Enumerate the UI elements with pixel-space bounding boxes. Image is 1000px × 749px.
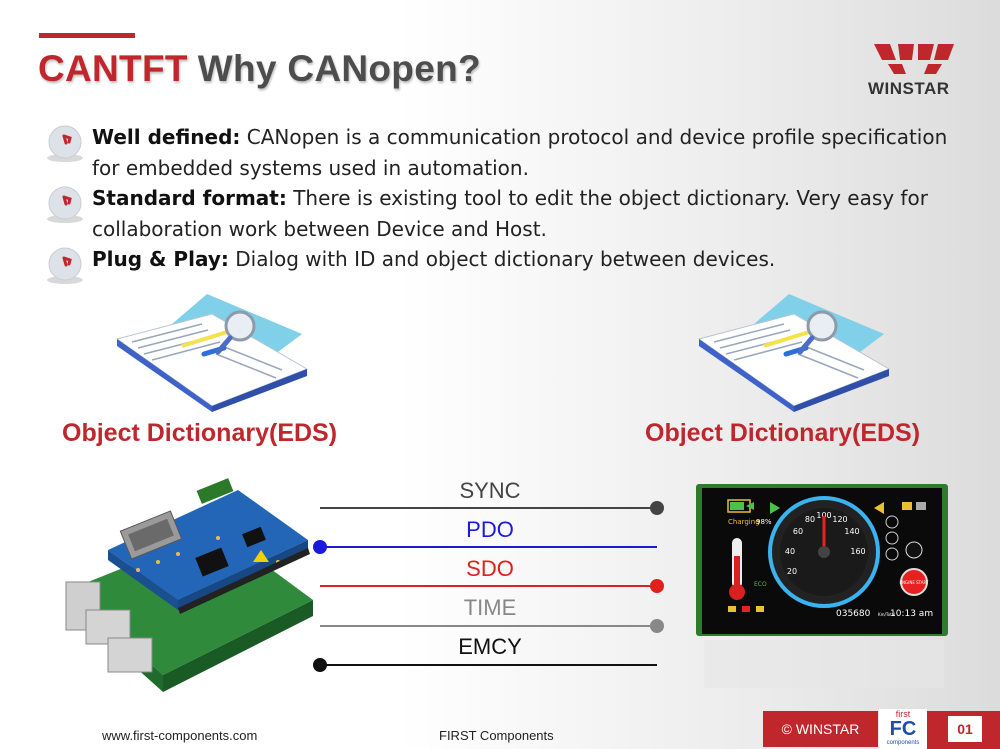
bullet-plug-and-play-text: Dialog with ID and object dictionary bet… xyxy=(228,247,776,271)
battery-percent: 98% xyxy=(756,518,772,526)
title-question: Why CANopen? xyxy=(197,48,481,89)
book-magnifier-icon xyxy=(115,294,309,412)
sync-label: SYNC xyxy=(459,478,521,503)
speed-tick-60: 60 xyxy=(793,527,803,536)
pdo-dot xyxy=(313,540,327,554)
clock-time: 10:13 am xyxy=(890,609,933,619)
time-dot xyxy=(650,619,664,633)
engine-start-text: ENGINE START xyxy=(900,580,929,585)
tft-dashboard-display: Charging 98% ECO 20 40 60 80 100 120 140… xyxy=(696,484,948,688)
bullet-standard-format-text: There is existing tool to edit the objec… xyxy=(92,186,928,241)
copyright-badge: © WINSTAR xyxy=(763,711,878,747)
speed-tick-140: 140 xyxy=(844,527,859,536)
speed-tick-100: 100 xyxy=(816,511,831,520)
bullet-well-defined-title: Well defined: xyxy=(92,125,241,149)
bullet-circle-icon xyxy=(47,247,83,284)
bullet-list: Well defined: CANopen is a communication… xyxy=(45,122,965,284)
canopen-protocol-lines xyxy=(313,501,664,672)
can-board-raspberry-pi-image xyxy=(65,478,313,692)
object-dictionary-left-label: Object Dictionary(EDS) xyxy=(62,419,338,447)
bullet-well-defined-text: CANopen is a communication protocol and … xyxy=(92,125,948,180)
book-magnifier-icon xyxy=(697,294,891,412)
sdo-dot xyxy=(650,579,664,593)
sdo-label: SDO xyxy=(466,556,514,581)
sync-dot xyxy=(650,501,664,515)
odometer-value: 035680 xyxy=(836,609,871,619)
page-number: 01 xyxy=(948,716,982,742)
speed-tick-20: 20 xyxy=(787,567,797,576)
speed-tick-120: 120 xyxy=(832,515,847,524)
eco-text: ECO xyxy=(754,581,767,588)
emcy-label: EMCY xyxy=(458,634,522,659)
fc-logo: first FC components xyxy=(879,709,927,749)
bullet-circle-icon xyxy=(47,186,83,223)
object-dictionary-right-label: Object Dictionary(EDS) xyxy=(645,419,921,447)
title-accent-bar xyxy=(39,33,135,38)
footer-company: FIRST Components xyxy=(439,728,554,743)
winstar-logo-icon xyxy=(874,44,954,74)
bullet-well-defined: Well defined: CANopen is a communication… xyxy=(45,122,965,183)
odometer-unit: Km/Total xyxy=(878,612,895,617)
charging-text: Charging xyxy=(728,518,760,526)
time-label: TIME xyxy=(463,595,517,620)
bullet-standard-format: Standard format: There is existing tool … xyxy=(45,183,965,244)
bullet-circle-icon xyxy=(47,125,83,162)
bullet-plug-and-play-title: Plug & Play: xyxy=(92,247,229,271)
emcy-dot xyxy=(313,658,327,672)
fc-logo-top: first xyxy=(895,709,911,719)
speed-tick-160: 160 xyxy=(850,547,865,556)
title-product: CANTFT xyxy=(38,48,188,89)
fc-logo-sub: components xyxy=(886,740,920,746)
website-link[interactable]: www.first-components.com xyxy=(102,728,258,743)
speed-tick-80: 80 xyxy=(805,515,815,524)
bullet-standard-format-title: Standard format: xyxy=(92,186,287,210)
winstar-logo-text: WINSTAR xyxy=(868,79,950,98)
bullet-plug-and-play: Plug & Play: Dialog with ID and object d… xyxy=(45,244,965,284)
speed-tick-40: 40 xyxy=(785,547,795,556)
fc-logo-mark: FC xyxy=(889,718,917,740)
pdo-label: PDO xyxy=(466,517,514,542)
